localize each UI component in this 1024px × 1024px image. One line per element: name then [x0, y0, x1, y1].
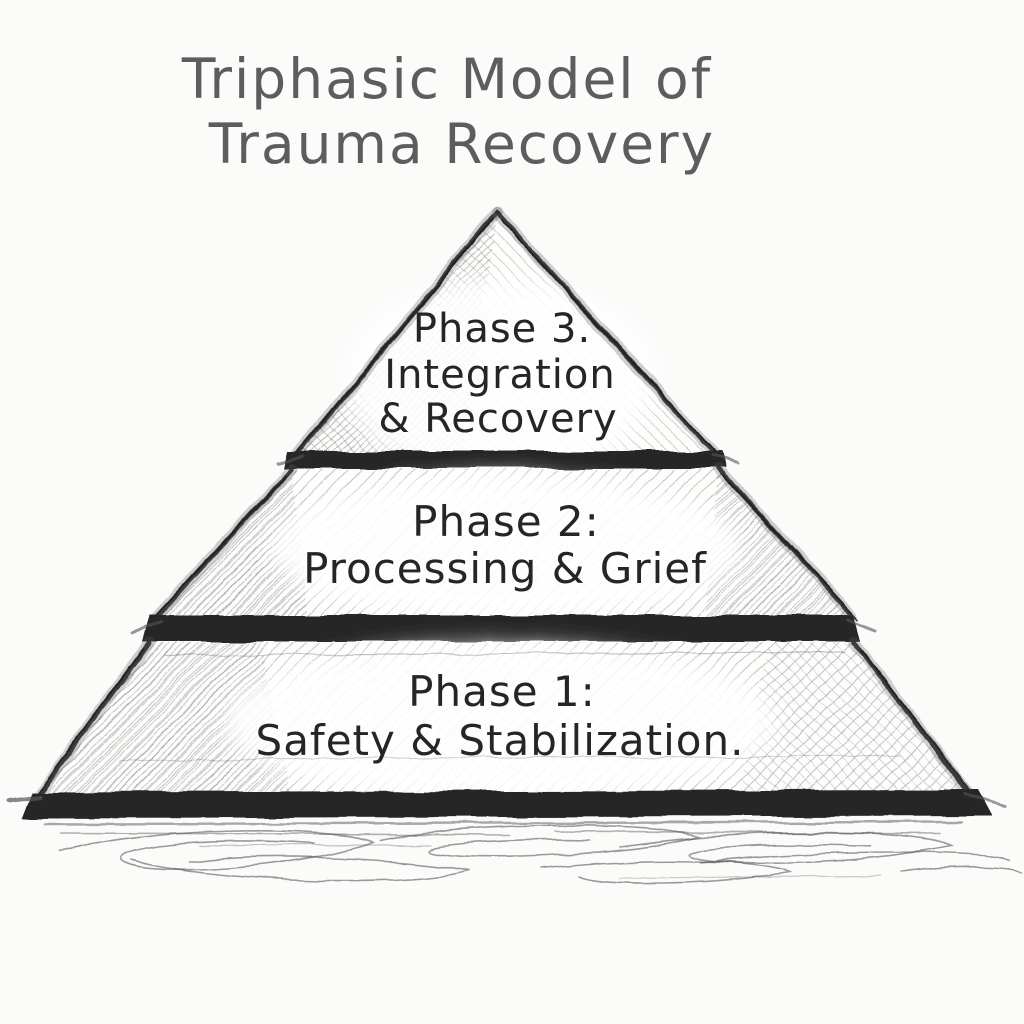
divider-1-fill	[284, 451, 726, 468]
tier-1-hatch-left	[40, 642, 290, 793]
tier-label-phase-2: Phase 2: Processing & Grief	[303, 497, 707, 593]
tier-shape-phase-2	[152, 463, 859, 622]
ground-scribbles	[43, 820, 1021, 884]
phase-2-line-1: Phase 2:	[412, 497, 600, 546]
tier-shape-phase-3	[290, 206, 722, 480]
phase-2-line-2: Processing & Grief	[303, 544, 707, 593]
diagram-text: Triphasic Model of Trauma Recovery Phase…	[181, 47, 745, 765]
divider-2-fill	[143, 615, 861, 641]
diagram-title-line-2: Trauma Recovery	[208, 112, 715, 176]
tier-3-highlight	[345, 280, 655, 480]
diagram-title-line-1: Triphasic Model of	[181, 47, 712, 111]
phase-1-line-2: Safety & Stabilization.	[256, 716, 745, 765]
tier-label-phase-1: Phase 1: Safety & Stabilization.	[256, 667, 745, 765]
base-band	[8, 790, 1007, 818]
tier-shape-phase-1	[34, 636, 975, 800]
phase-3-line-2: Integration	[384, 352, 615, 398]
tier-1-highlight	[225, 644, 775, 800]
phase-3-line-3: & Recovery	[378, 396, 617, 442]
phase-1-line-1: Phase 1:	[408, 667, 596, 716]
tier-1-hatch-right	[740, 642, 968, 793]
phase-3-line-1: Phase 3.	[413, 306, 591, 352]
base-band-fill	[22, 790, 992, 818]
tier-2-highlight	[270, 476, 740, 620]
tier-label-phase-3: Phase 3. Integration & Recovery	[378, 306, 617, 442]
